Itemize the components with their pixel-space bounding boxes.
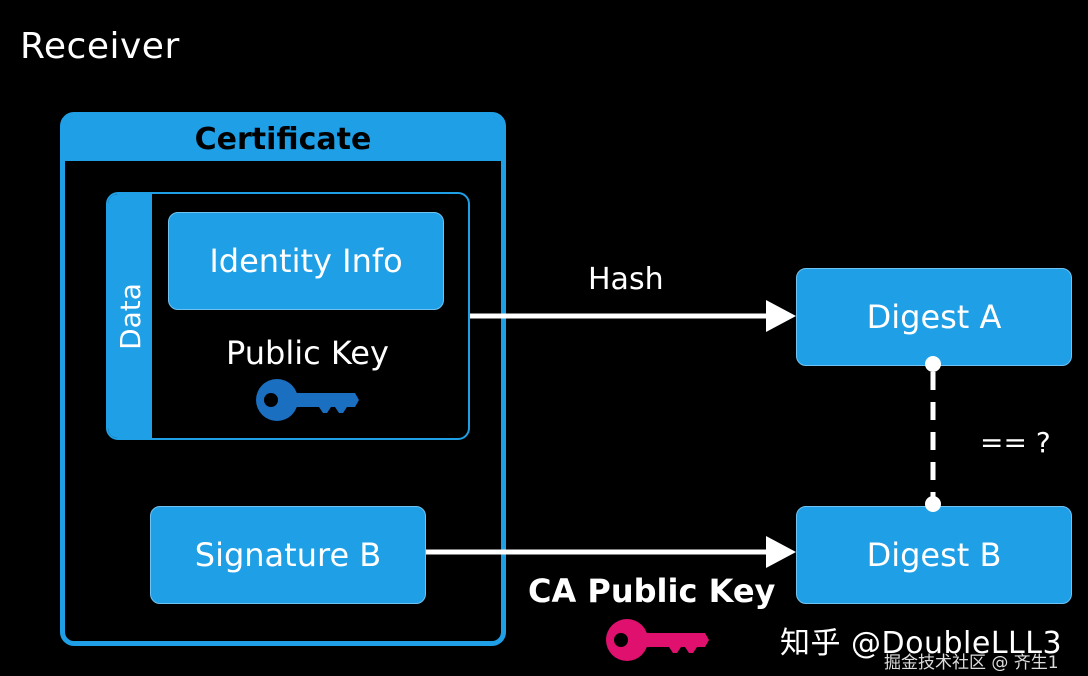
key-icon <box>606 619 709 661</box>
data-strip <box>108 194 152 438</box>
digest-b-box: Digest B <box>796 506 1072 604</box>
hash-label: Hash <box>588 262 664 297</box>
data-frame: Data <box>106 192 470 440</box>
certificate-title: Certificate <box>194 121 372 157</box>
signature-arrow <box>426 536 796 568</box>
key-icon <box>256 379 359 421</box>
ca-public-key-label: CA Public Key <box>528 572 776 610</box>
compare-label: == ? <box>980 426 1051 459</box>
signature-box: Signature B <box>150 506 426 604</box>
certificate-header: Certificate <box>65 117 501 161</box>
identity-info-box: Identity Info <box>168 212 444 310</box>
digest-a-box: Digest A <box>796 268 1072 366</box>
page-title: Receiver <box>20 26 180 67</box>
certificate-frame: Certificate <box>60 112 506 646</box>
hash-arrow <box>470 300 796 332</box>
watermark-secondary: 掘金技术社区 @ 齐生1 <box>884 653 1059 673</box>
signature-label: Signature B <box>194 536 382 574</box>
compare-connector <box>925 356 941 512</box>
digest-a-label: Digest A <box>866 298 1002 336</box>
digest-b-label: Digest B <box>866 536 1002 574</box>
watermark: 知乎 @DoubleLLL3 <box>780 626 1063 661</box>
identity-info-label: Identity Info <box>209 242 403 280</box>
public-key-label: Public Key <box>226 334 389 372</box>
